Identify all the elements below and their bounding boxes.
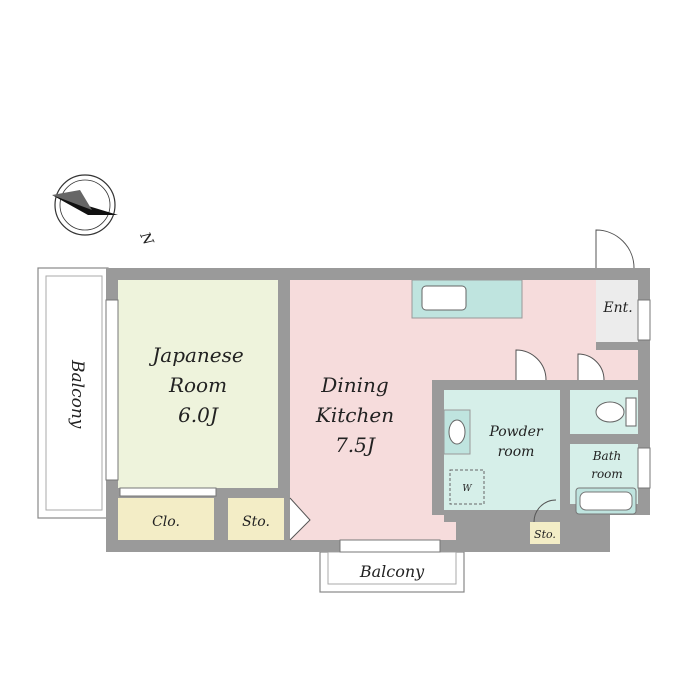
west-balcony-inner — [45, 275, 103, 511]
wall-japanese-dining — [278, 280, 290, 490]
entrance-door-swing — [595, 229, 635, 269]
washer-space — [449, 469, 485, 505]
dining-kitchen-size: 7.5J — [335, 433, 376, 457]
wall-powder-bath — [560, 390, 570, 544]
windows — [105, 299, 651, 553]
powder-room-name-line1: Powder — [488, 424, 544, 440]
storage-2 — [530, 522, 560, 544]
bath-room-name-line1: Bath — [592, 449, 622, 463]
closet-label: Clo. — [152, 514, 180, 530]
compass-north-label: N — [136, 229, 156, 248]
japanese-room-name-line1: Japanese — [148, 343, 243, 367]
storage-2-door-swing — [533, 499, 557, 523]
japanese-room-size: 6.0J — [178, 403, 219, 427]
japanese-room — [118, 280, 278, 488]
closet — [118, 498, 214, 540]
wash-basin-icon — [448, 419, 466, 445]
south-balcony-inner — [327, 551, 457, 585]
wall-entrance — [596, 342, 638, 350]
window-sliding-japanese — [119, 487, 217, 497]
wall-storage-dining — [284, 490, 290, 540]
storage-1-label: Sto. — [242, 514, 270, 530]
compass-inner-ring — [59, 179, 111, 231]
toilet-tank — [625, 397, 637, 427]
wall-closet-storage — [214, 488, 228, 540]
entrance-label: Ent. — [602, 300, 632, 316]
bathtub-inner — [579, 491, 633, 511]
powder-room-name-line2: room — [498, 444, 535, 460]
window-east-entrance — [637, 299, 651, 341]
japanese-room-name-line2: Room — [168, 373, 227, 397]
west-balcony: Balcony — [37, 267, 109, 519]
washer-mark: W — [462, 484, 472, 494]
south-balcony: Balcony — [319, 551, 465, 593]
bath-room-name-line2: room — [591, 467, 623, 481]
south-balcony-label: Balcony — [359, 562, 425, 581]
wall-powder-bottom — [444, 510, 560, 522]
wall-wet-area-left — [432, 380, 444, 515]
storage-2-label: Sto. — [534, 528, 556, 541]
storage-1 — [228, 498, 284, 540]
entrance — [596, 280, 638, 342]
powder-door-swing — [515, 349, 547, 381]
wall-wet-area-top — [432, 380, 638, 390]
fixtures: W — [411, 279, 637, 515]
window-west — [105, 299, 119, 481]
toilet-door-swing — [577, 353, 605, 381]
kitchen-sink-icon — [421, 285, 467, 311]
window-south — [339, 539, 441, 553]
compass: N — [52, 174, 156, 248]
dining-kitchen-name-line2: Kitchen — [315, 403, 394, 427]
storage-door-swing — [289, 497, 311, 541]
dining-kitchen-name-line1: Dining — [320, 373, 388, 397]
wall-toilet-bath — [570, 434, 638, 444]
west-balcony-label: Balcony — [67, 359, 87, 429]
doors — [289, 229, 635, 541]
window-east-bath — [637, 447, 651, 489]
dining-kitchen — [290, 280, 638, 540]
room-labels: Japanese Room 6.0J Dining Kitchen 7.5J P… — [148, 300, 632, 541]
toilet-bowl-icon — [595, 401, 625, 423]
north-arrow-shade-icon — [52, 190, 92, 210]
